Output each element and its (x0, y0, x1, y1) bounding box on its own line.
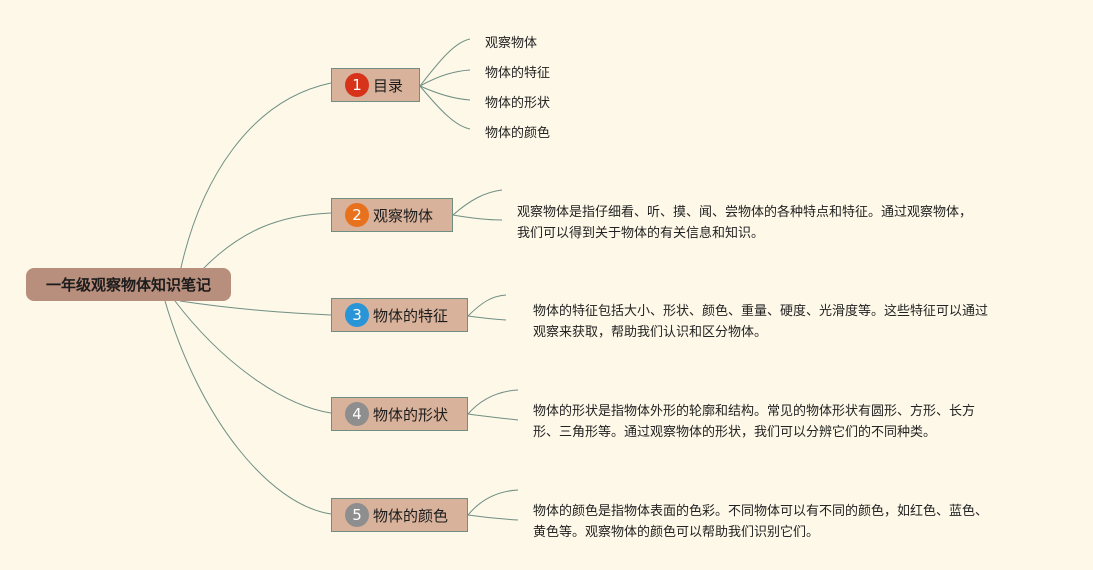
description-line: 我们可以得到关于物体的有关信息和知识。 (517, 226, 765, 241)
description-line: 观察来获取，帮助我们认识和区分物体。 (533, 325, 768, 340)
root-label: 一年级观察物体知识笔记 (45, 276, 211, 294)
topic-node-toc[interactable]: 1 目录 (331, 68, 420, 102)
toc-item-2[interactable]: 物体的特征 (485, 66, 551, 81)
description-line: 物体的颜色是指物体表面的色彩。不同物体可以有不同的颜色，如红色、蓝色、 (533, 504, 989, 519)
topic-description-shape: 物体的形状是指物体外形的轮廓和结构。常见的物体形状有圆形、方形、长方 形、三角形… (533, 401, 975, 443)
number-5-icon: 5 (345, 503, 369, 527)
number-1-icon: 1 (345, 73, 369, 97)
topic-node-observe[interactable]: 2 观察物体 (331, 198, 453, 232)
topic-node-features[interactable]: 3 物体的特征 (331, 298, 468, 332)
topic-label-observe: 观察物体 (373, 206, 434, 225)
description-line: 观察物体是指仔细看、听、摸、闻、尝物体的各种特点和特征。通过观察物体， (517, 205, 973, 220)
description-line: 物体的形状是指物体外形的轮廓和结构。常见的物体形状有圆形、方形、长方 (533, 404, 976, 419)
toc-item-4[interactable]: 物体的颜色 (485, 126, 551, 141)
description-line: 物体的特征包括大小、形状、颜色、重量、硬度、光滑度等。这些特征可以通过 (533, 304, 989, 319)
number-4-icon: 4 (345, 402, 369, 426)
toc-item-1[interactable]: 观察物体 (485, 36, 538, 51)
topic-description-features: 物体的特征包括大小、形状、颜色、重量、硬度、光滑度等。这些特征可以通过 观察来获… (533, 301, 988, 343)
topic-label-features: 物体的特征 (373, 306, 449, 325)
topic-description-color: 物体的颜色是指物体表面的色彩。不同物体可以有不同的颜色，如红色、蓝色、 黄色等。… (533, 501, 988, 543)
number-3-icon: 3 (345, 303, 369, 327)
toc-item-3[interactable]: 物体的形状 (485, 96, 551, 111)
number-2-icon: 2 (345, 203, 369, 227)
topic-label-toc: 目录 (373, 76, 404, 95)
topic-node-shape[interactable]: 4 物体的形状 (331, 397, 468, 431)
description-line: 黄色等。观察物体的颜色可以帮助我们识别它们。 (533, 525, 820, 540)
description-line: 形、三角形等。通过观察物体的形状，我们可以分辨它们的不同种类。 (533, 425, 937, 440)
topic-label-shape: 物体的形状 (373, 405, 449, 424)
topic-node-color[interactable]: 5 物体的颜色 (331, 498, 468, 532)
root-node[interactable]: 一年级观察物体知识笔记 (26, 268, 231, 301)
topic-description-observe: 观察物体是指仔细看、听、摸、闻、尝物体的各种特点和特征。通过观察物体， 我们可以… (517, 202, 972, 244)
topic-label-color: 物体的颜色 (373, 506, 449, 525)
